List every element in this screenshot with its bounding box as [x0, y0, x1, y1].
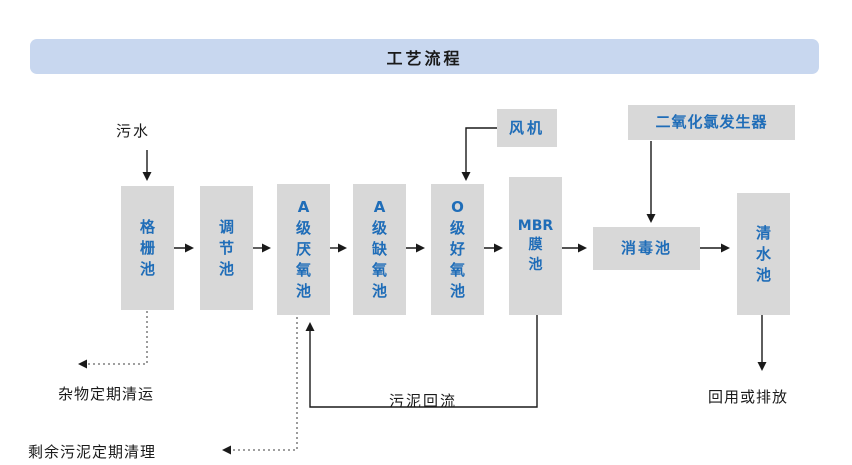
excess-sludge-label: 剩余污泥定期清理	[28, 443, 157, 461]
box-label: 风机	[508, 118, 545, 137]
sludge-return-label: 污泥回流	[389, 392, 458, 410]
box-regulating-pool: 调 节 池	[200, 186, 253, 310]
title-banner: 工艺流程	[30, 39, 819, 74]
excess-sludge-dotted-connector	[222, 317, 298, 455]
box-label: 清 水 池	[755, 223, 771, 284]
box-a-grade-anaerobic-pool: A 级 厌 氧 池	[277, 184, 330, 315]
box-grid-pool: 格 栅 池	[121, 186, 174, 310]
box-label: 消毒池	[620, 239, 672, 257]
box-label: A 级 缺 氧 池	[371, 198, 387, 300]
box-disinfection-pool: 消毒池	[593, 227, 700, 270]
debris-removal-label: 杂物定期清运	[58, 385, 155, 403]
box-label: O 级 好 氧 池	[449, 198, 465, 300]
fan-to-aerobic-connector	[461, 127, 497, 181]
box-fan: 风机	[497, 109, 557, 147]
box-chlorine-dioxide-generator: 二氧化氯发生器	[628, 105, 795, 140]
discharge-label: 回用或排放	[708, 388, 789, 406]
box-a-grade-anoxic-pool: A 级 缺 氧 池	[353, 184, 406, 315]
box-label: 二氧化氯发生器	[655, 113, 768, 131]
box-clear-water-pool: 清 水 池	[737, 193, 790, 315]
inflow-label: 污水	[116, 122, 151, 140]
box-label: A 级 厌 氧 池	[295, 198, 311, 300]
box-o-grade-aerobic-pool: O 级 好 氧 池	[431, 184, 484, 315]
debris-dotted-connector	[78, 311, 148, 369]
box-label: 调 节 池	[218, 217, 234, 278]
box-mbr-membrane-pool: MBR 膜 池	[509, 177, 562, 315]
box-label: 格 栅 池	[139, 217, 155, 278]
page-title: 工艺流程	[386, 48, 463, 68]
box-label: MBR 膜 池	[517, 217, 554, 273]
